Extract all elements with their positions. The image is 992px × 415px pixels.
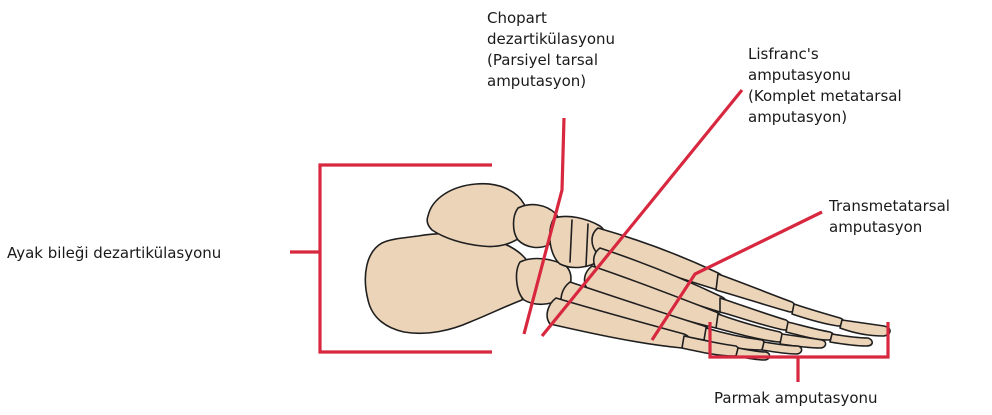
transmetatarsal-label: Transmetatarsal amputasyon xyxy=(829,196,950,238)
transmetatarsal-label-line: amputasyon xyxy=(829,217,950,238)
lisfranc-label-line: (Komplet metatarsal xyxy=(748,86,902,107)
ankle-disarticulation-label: Ayak bileği dezartikülasyonu xyxy=(7,243,221,264)
calcaneus-bone xyxy=(365,234,528,334)
chopart-label-line: (Parsiyel tarsal xyxy=(487,50,615,71)
chopart-label-line: Chopart xyxy=(487,8,615,29)
chopart-label-line: amputasyon) xyxy=(487,71,615,92)
toe-amputation-label: Parmak amputasyonu xyxy=(714,388,878,409)
lisfranc-label-line: Lisfranc's xyxy=(748,44,902,65)
lisfranc-label-line: amputasyon) xyxy=(748,107,902,128)
chopart-label-line: dezartikülasyonu xyxy=(487,29,615,50)
chopart-label: Chopart dezartikülasyonu (Parsiyel tarsa… xyxy=(487,8,615,92)
lisfranc-label: Lisfranc's amputasyonu (Komplet metatars… xyxy=(748,44,902,128)
lisfranc-label-line: amputasyonu xyxy=(748,65,902,86)
transmetatarsal-label-line: Transmetatarsal xyxy=(829,196,950,217)
foot-bones xyxy=(365,184,890,360)
